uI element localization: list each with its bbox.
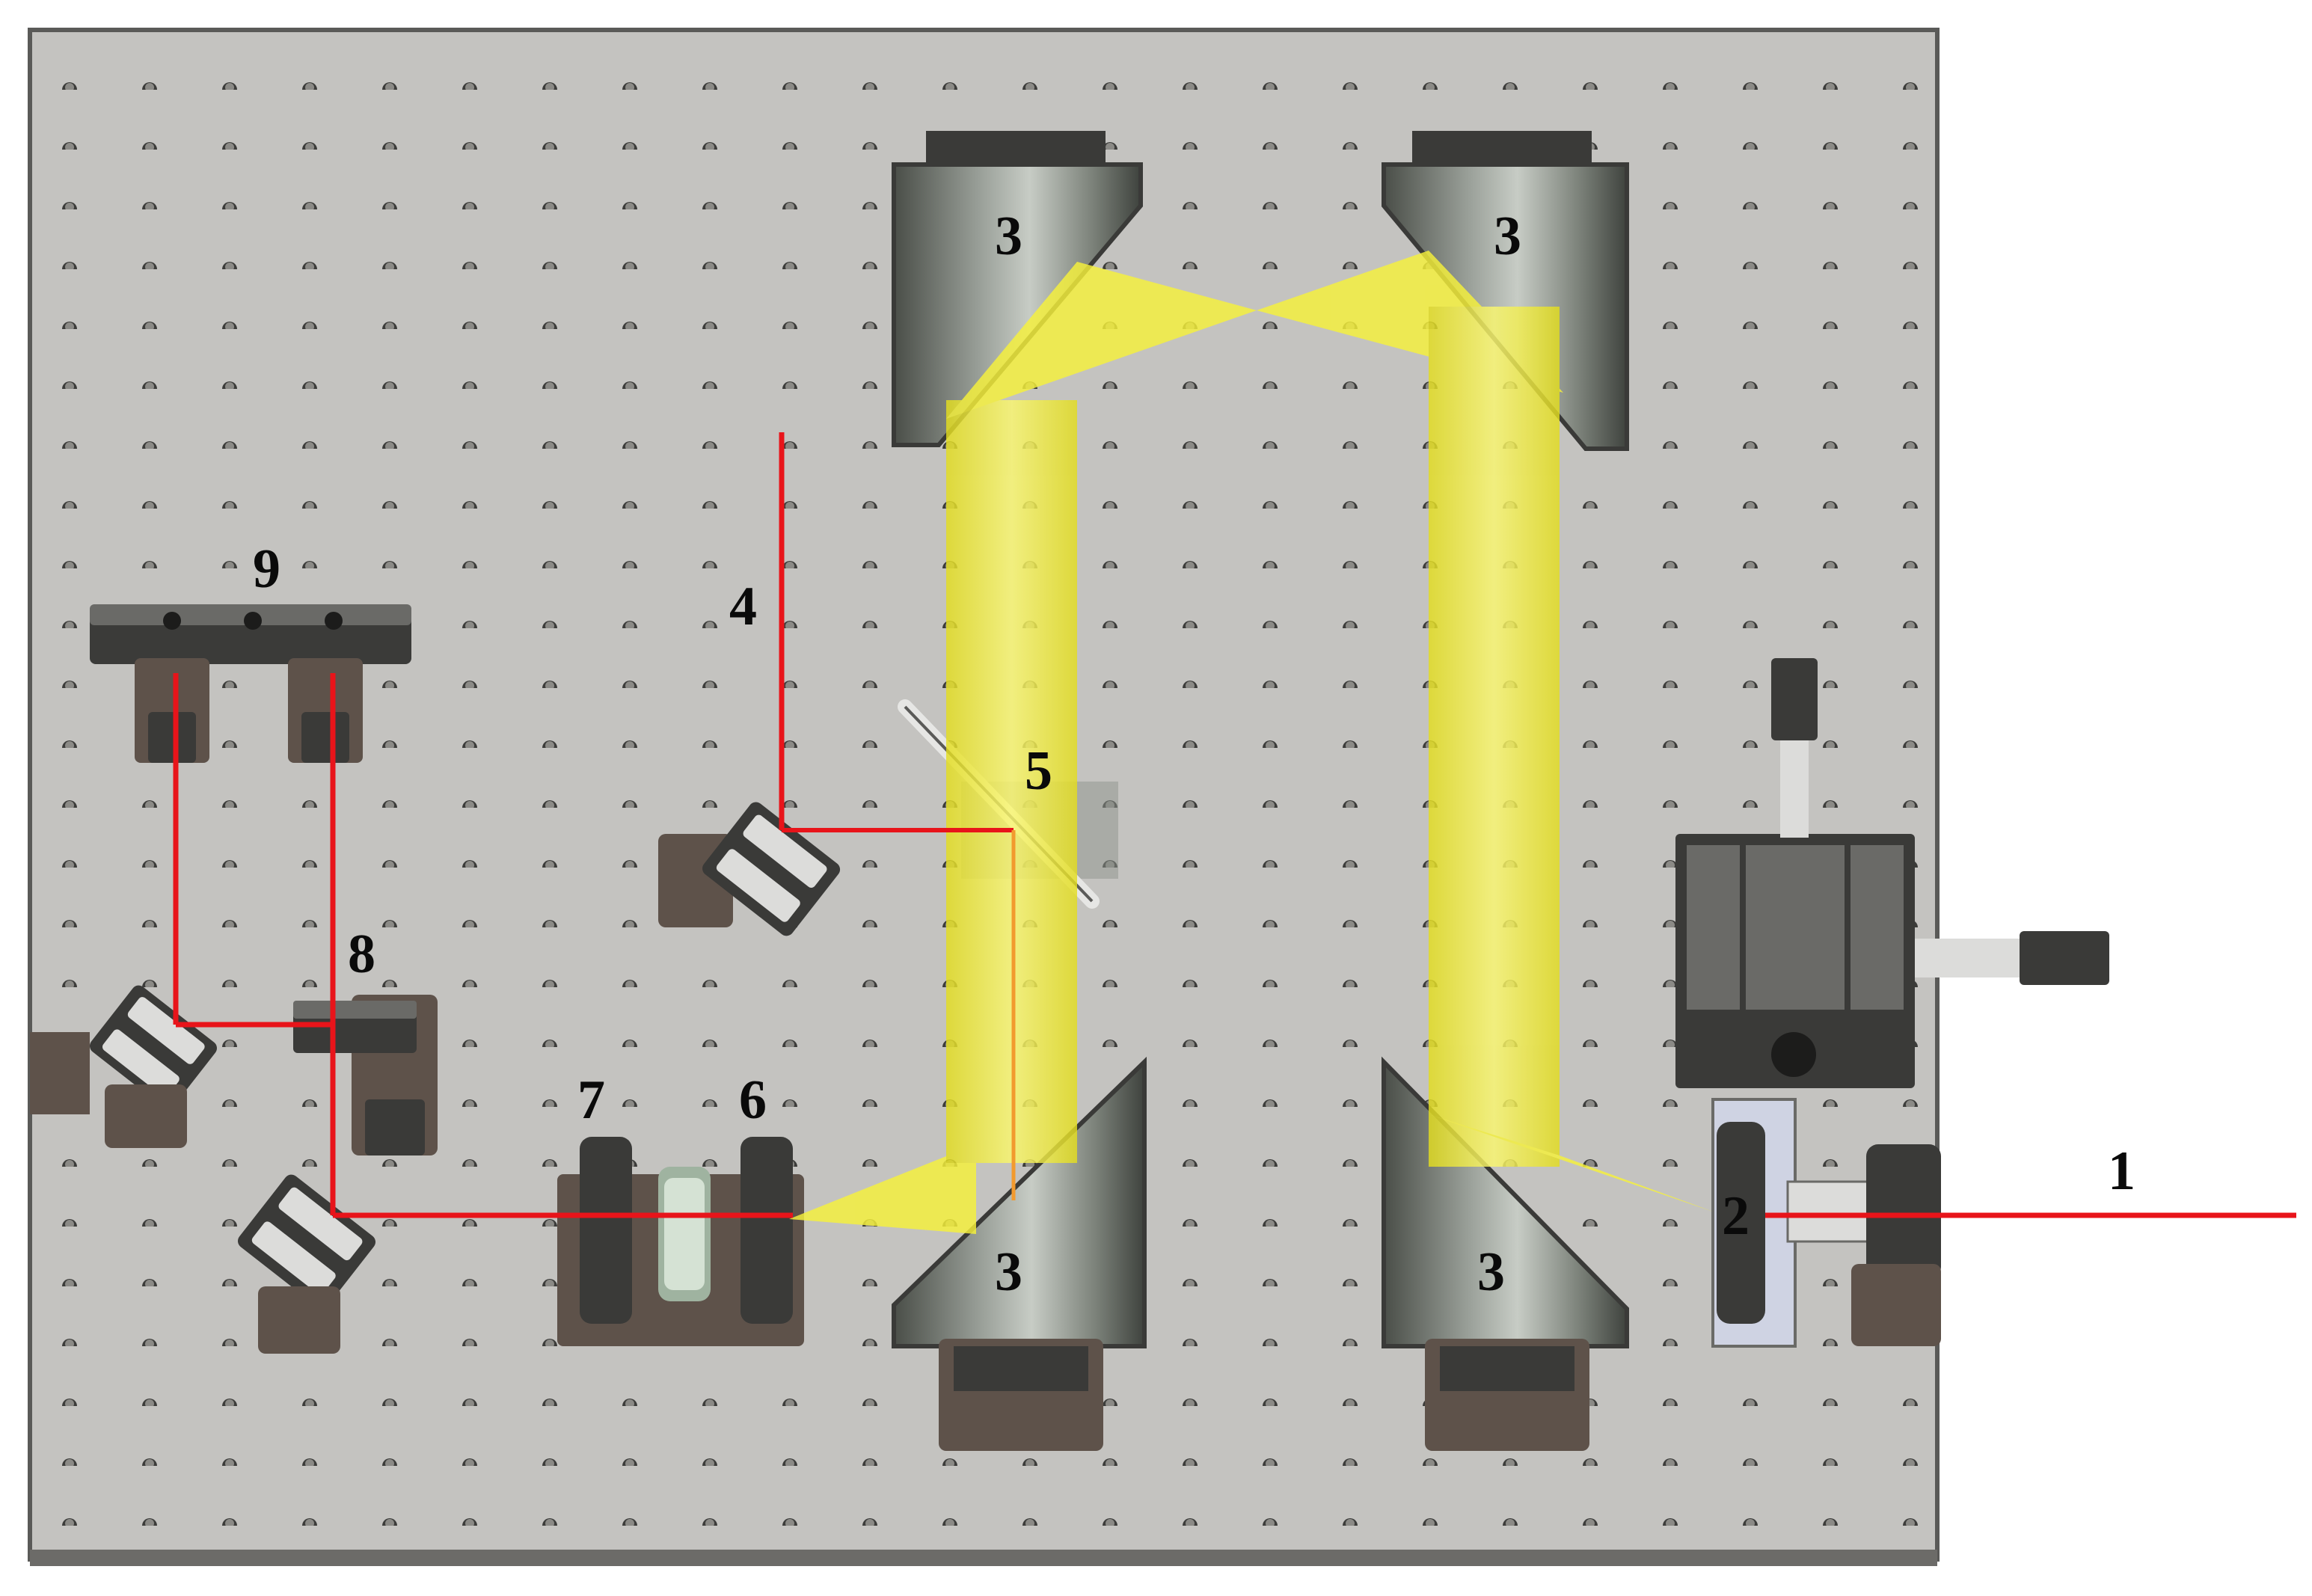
label-9: 9	[253, 538, 280, 600]
left-edge-mirror-mount	[30, 985, 217, 1148]
component-9-mount	[90, 604, 411, 763]
callout-labels: 1 2 3 3 3 3 4 5 6 7 8 9	[253, 206, 2135, 1303]
label-3-bottom-right: 3	[1477, 1241, 1505, 1303]
mirror-bottom-left	[892, 1056, 1147, 1451]
label-6: 6	[739, 1069, 767, 1131]
label-8: 8	[348, 924, 375, 985]
label-3-top-left: 3	[995, 206, 1022, 267]
lower-left-mirror-mount	[237, 1174, 376, 1354]
translation-stage	[1675, 658, 2109, 1088]
label-3-top-right: 3	[1494, 206, 1521, 267]
laser-beam-path	[173, 432, 2296, 1218]
component-7-6-lens-assembly	[557, 1137, 804, 1346]
component-8-mount	[293, 995, 438, 1155]
label-1: 1	[2108, 1141, 2135, 1202]
component-2-mount	[1711, 1098, 1941, 1348]
label-4: 4	[729, 576, 757, 637]
label-3-bottom-left: 3	[995, 1241, 1022, 1303]
label-2: 2	[1722, 1185, 1750, 1247]
component-4-mirror-mount	[658, 802, 841, 936]
label-7: 7	[577, 1069, 605, 1131]
label-5: 5	[1025, 740, 1052, 802]
